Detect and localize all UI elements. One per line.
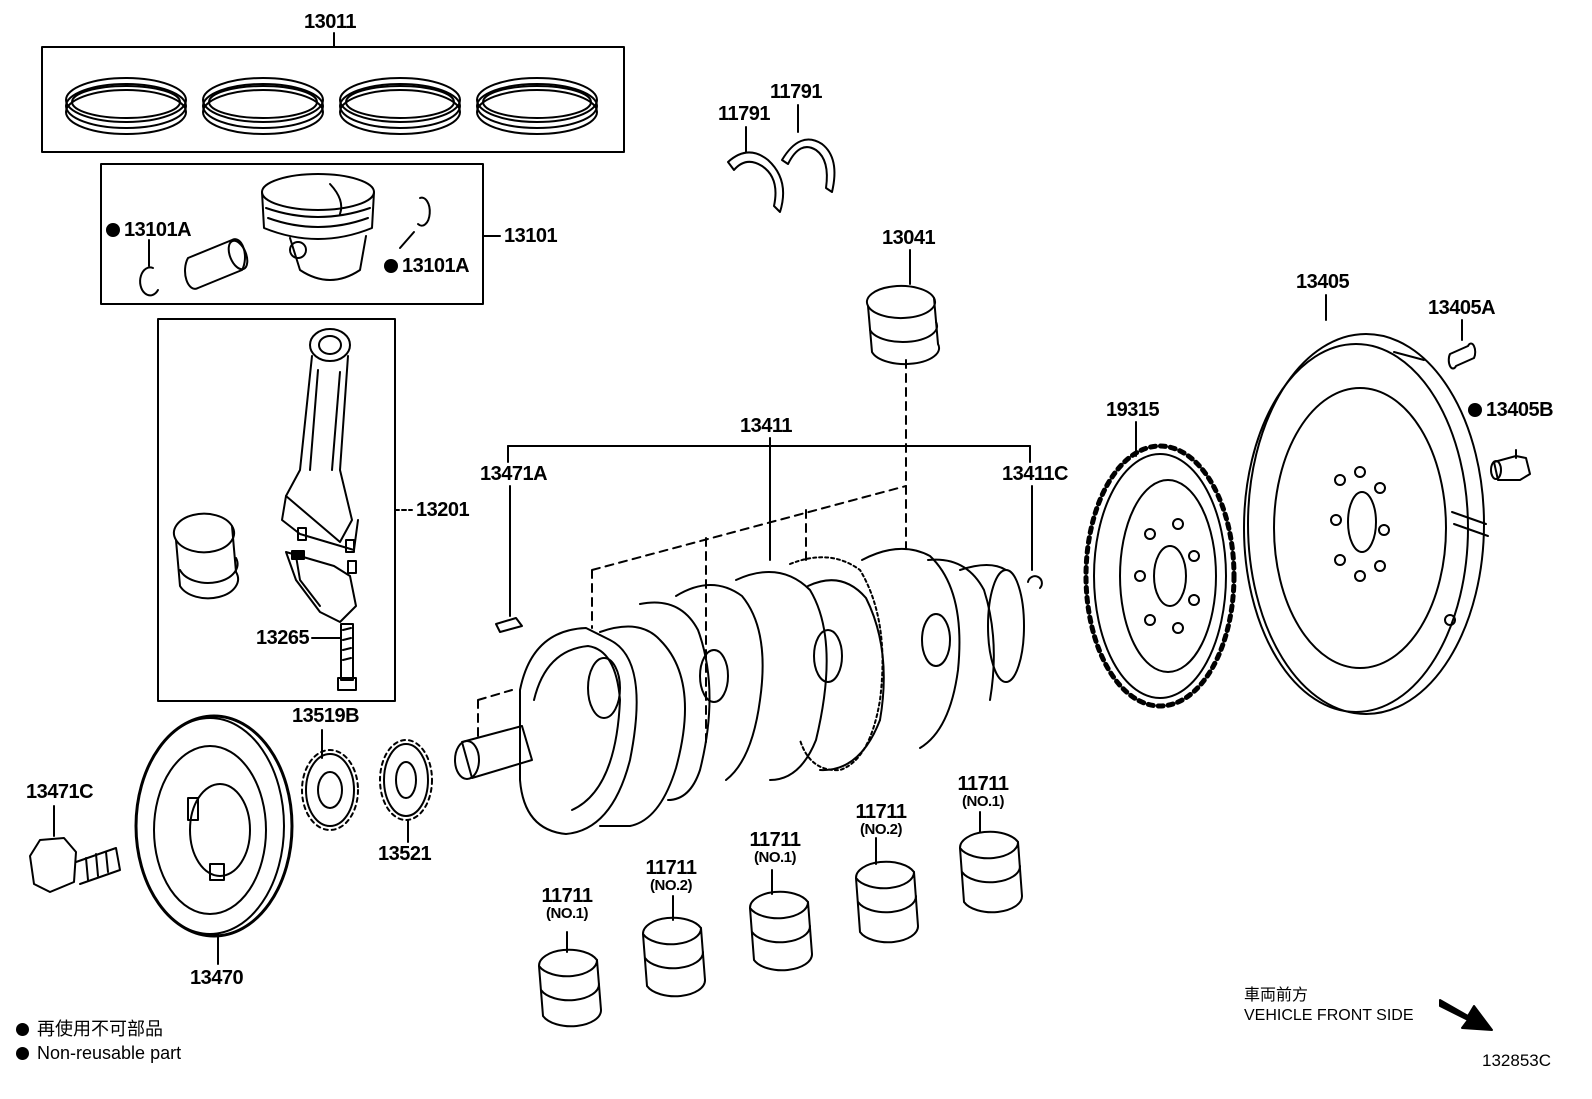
- flywheel: [1243, 294, 1489, 715]
- label-19315: 19315: [1106, 399, 1160, 421]
- label-11711-bearing-1: 11711(NO.1): [541, 885, 593, 922]
- label-13011: 13011: [304, 11, 357, 33]
- piston-ring-set-box: [41, 46, 625, 153]
- thrust-washer-1: [727, 126, 784, 213]
- legend-english: Non-reusable part: [16, 1044, 181, 1062]
- label-13201: 13201: [416, 499, 470, 521]
- main-bearing-5: [958, 811, 1024, 914]
- main-bearing-3: [748, 869, 814, 972]
- main-bearing-4: [854, 837, 920, 944]
- label-13405A: 13405A: [1428, 297, 1496, 319]
- label-13411C: 13411C: [1002, 463, 1068, 485]
- label-13101A-right: 13101A: [384, 256, 470, 276]
- label-11711-bearing-2: 11711(NO.2): [645, 857, 697, 894]
- crank-bearing-13041: [865, 249, 941, 549]
- piston-rings: [65, 77, 598, 135]
- label-13521: 13521: [378, 843, 432, 865]
- flywheel-bolt: [1490, 449, 1531, 481]
- sprocket-13521: [379, 739, 433, 843]
- snap-ring-right: [417, 196, 431, 227]
- rod-bolt: [311, 623, 357, 691]
- sprocket-13519B: [301, 729, 359, 831]
- pulley-bolt: [29, 805, 121, 893]
- label-13470: 13470: [190, 967, 244, 989]
- piston: [261, 173, 375, 281]
- piston-sub-assy-box: [100, 163, 484, 305]
- front-side-japanese: 車両前方: [1244, 987, 1309, 1004]
- label-13471A: 13471A: [480, 463, 548, 485]
- label-13041: 13041: [882, 227, 936, 249]
- crank-pulley: [134, 714, 294, 965]
- label-11711-bearing-4: 11711(NO.2): [855, 801, 907, 838]
- piston-pin: [184, 238, 249, 290]
- label-11791-a: 11791: [718, 103, 771, 125]
- thrust-washer-2: [781, 104, 836, 193]
- label-11711-bearing-3: 11711(NO.1): [749, 829, 801, 866]
- main-bearing-1: [537, 931, 603, 1028]
- connecting-rod: [281, 328, 359, 623]
- drawing-number: 132853C: [1482, 1051, 1552, 1070]
- label-13411: 13411: [740, 415, 793, 437]
- label-13471C: 13471C: [26, 781, 94, 803]
- legend-japanese: 再使用不可部品: [16, 1020, 163, 1038]
- label-13519B: 13519B: [292, 705, 360, 727]
- dowel-pin: [1447, 319, 1477, 370]
- label-11791-b: 11791: [770, 81, 823, 103]
- crankshaft-bracket: [477, 437, 1043, 743]
- crankshaft: [454, 547, 1025, 835]
- front-arrow-icon: [1439, 999, 1493, 1031]
- rod-bearing: [173, 512, 239, 600]
- label-13405: 13405: [1296, 271, 1350, 293]
- main-bearing-2: [641, 895, 707, 998]
- label-13101: 13101: [504, 225, 558, 247]
- label-13265: 13265: [256, 627, 310, 649]
- label-13101A-left: 13101A: [106, 220, 192, 240]
- label-13405B: 13405B: [1468, 400, 1554, 420]
- front-side-english: VEHICLE FRONT SIDE: [1244, 1007, 1414, 1024]
- label-11711-bearing-5: 11711(NO.1): [957, 773, 1009, 810]
- signal-plate: [1083, 421, 1237, 709]
- snap-ring-left: [139, 266, 159, 297]
